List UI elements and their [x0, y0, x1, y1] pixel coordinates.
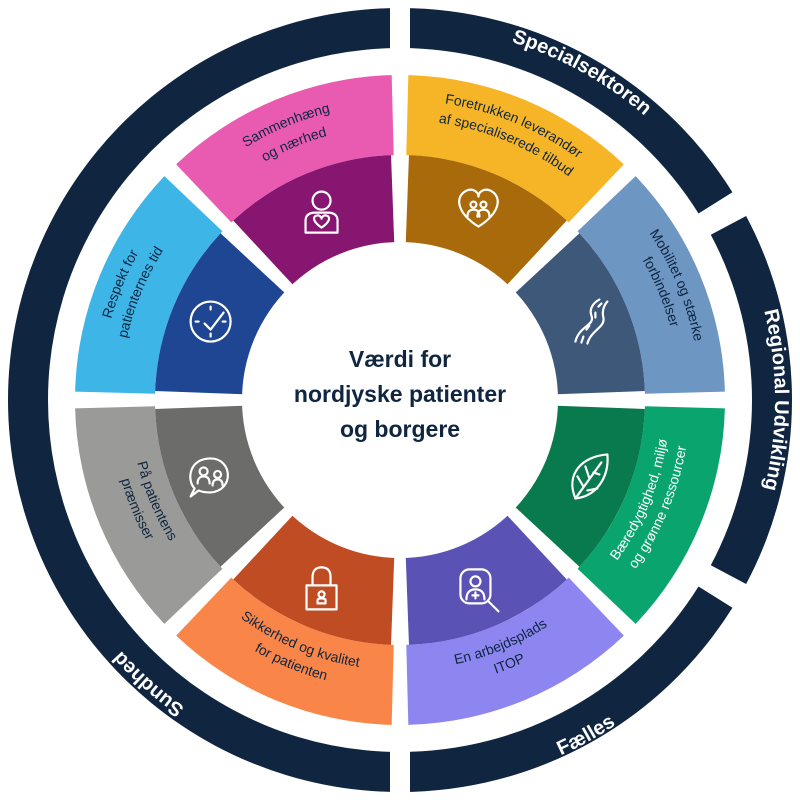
segment-outer-2 [577, 406, 725, 624]
leaf-icon [571, 453, 609, 500]
segment-outer-3 [406, 577, 624, 725]
road-icon [574, 298, 609, 345]
center-line-2: nordjyske patienter [294, 381, 506, 407]
lock-icon [305, 566, 338, 611]
segment-gap-3 [503, 503, 637, 637]
segment-gap-7 [163, 163, 297, 297]
ring-gap-1 [682, 194, 750, 241]
segment-outer-0 [406, 75, 624, 223]
segment-outer-7 [176, 75, 394, 223]
center-line-3: og borgere [340, 416, 460, 442]
ring-band-0 [8, 8, 400, 792]
person-heart-icon [304, 190, 339, 234]
segment-outer-6 [75, 176, 223, 394]
segment-outer-4 [176, 577, 394, 725]
center-circle [242, 242, 558, 558]
segment-gap-5 [163, 503, 297, 637]
ring-gap-2 [682, 559, 750, 606]
ring-band-3 [400, 586, 733, 792]
segment-outer-5 [75, 406, 223, 624]
heart-people-icon [458, 188, 499, 228]
center: Værdi for nordjyske patienter og borgere [242, 242, 558, 558]
doctor-search-icon [459, 568, 500, 613]
segment-outer-1 [577, 176, 725, 394]
ring-band-1 [400, 8, 733, 214]
ring-band-2 [710, 215, 792, 585]
center-line-1: Værdi for [349, 346, 451, 372]
clock-icon [189, 300, 232, 343]
segment-gap-1 [503, 163, 637, 297]
chat-people-icon [189, 457, 229, 498]
